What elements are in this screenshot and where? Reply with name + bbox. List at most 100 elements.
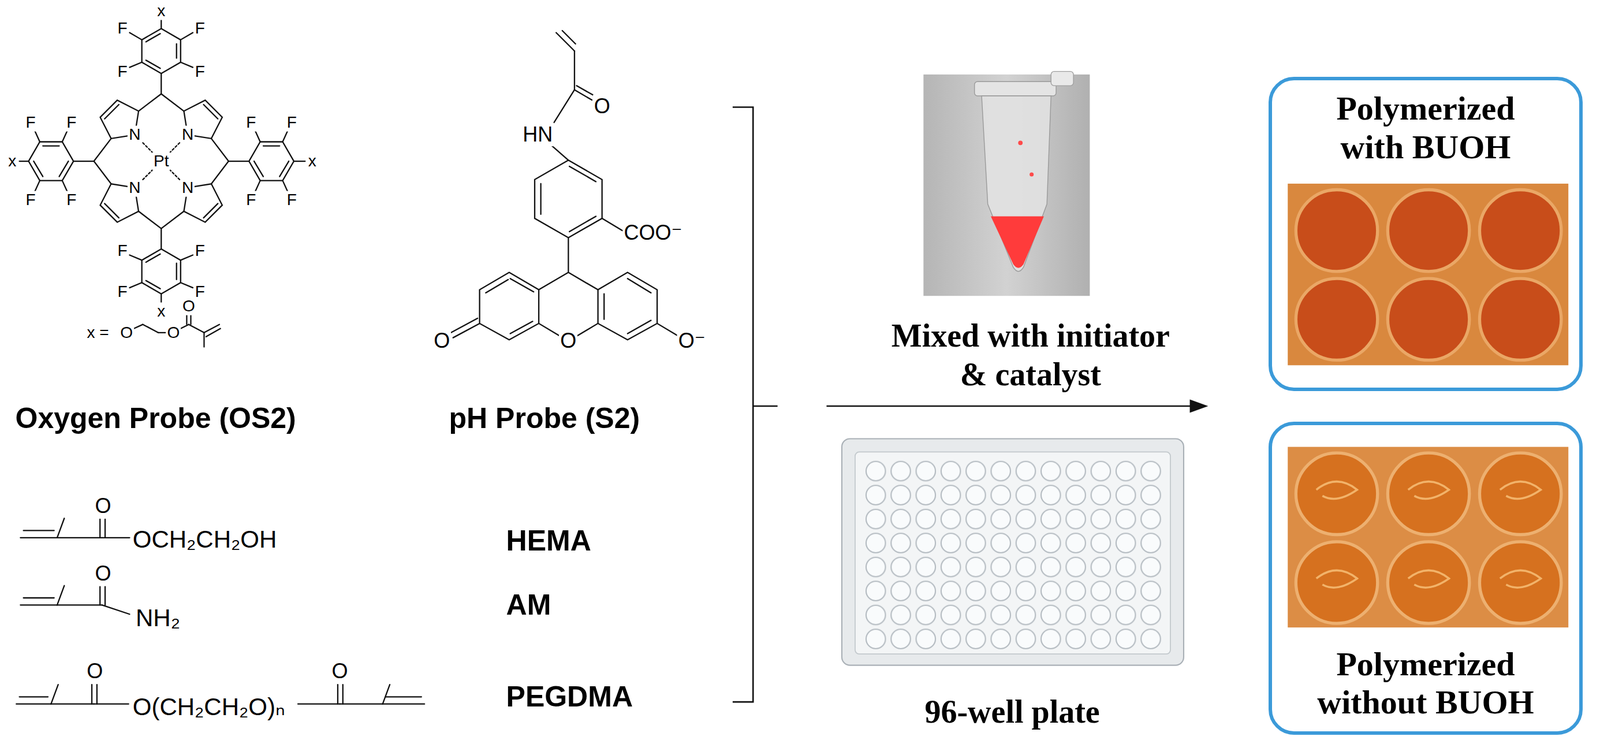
atom-label: F xyxy=(244,191,257,210)
tube-photo-part xyxy=(923,74,1090,296)
tube-photo-part xyxy=(981,95,1051,272)
atom-label: F xyxy=(24,191,37,210)
drawing-part-part xyxy=(142,142,154,154)
porphyrin-structure-part xyxy=(146,280,161,289)
porphyrin-structure-part xyxy=(138,93,184,111)
wells-photo-with xyxy=(1287,183,1569,365)
porphyrin-structure-part xyxy=(279,161,289,177)
monomer-structures-part xyxy=(57,536,103,539)
atom-label: O xyxy=(166,323,182,342)
drawing-part-part xyxy=(1387,189,1469,272)
porphyrin-structure-part xyxy=(94,138,112,184)
porphyrin-structure-part xyxy=(293,160,305,162)
fluorescein-structure-part xyxy=(534,159,603,238)
monomer-structures-part xyxy=(57,585,65,606)
sample-title: Polymerized with BUOH xyxy=(1310,89,1542,167)
tube-photo xyxy=(923,71,1090,297)
porphyrin-structure-part xyxy=(28,142,74,181)
monomer-structures-part xyxy=(20,603,58,606)
atom-label: O xyxy=(558,329,578,353)
porphyrin-structure-part xyxy=(203,104,219,119)
atom-label: O xyxy=(118,323,134,342)
porphyrin-structure-part xyxy=(73,160,94,162)
fluorescein-structure-part xyxy=(603,293,605,320)
result-panel: Polymerized without BUOH xyxy=(1268,421,1583,735)
monomer-structures-part xyxy=(96,684,98,704)
monomer-structures-part xyxy=(337,684,339,704)
tube-photo-part xyxy=(990,215,1044,268)
drawing-part-part xyxy=(142,169,154,180)
drawing-part-part xyxy=(1316,481,1358,499)
drawing-part-part xyxy=(1387,278,1469,360)
monomer-structures-part xyxy=(20,536,58,539)
monomer-structures-part xyxy=(57,517,65,538)
monomer-structures-part xyxy=(16,703,51,705)
drawing-part-part xyxy=(1479,541,1561,624)
atom-label: N xyxy=(127,125,142,144)
porphyrin-structure-part xyxy=(160,73,162,94)
compound-name: Oxygen Probe (OS2) xyxy=(15,402,297,435)
porphyrin-structure-part xyxy=(176,43,178,59)
porphyrin-structure-part xyxy=(228,160,249,162)
atom-label: F xyxy=(285,191,298,210)
porphyrin-structure-part xyxy=(180,255,193,261)
monomer-structures-part xyxy=(102,604,130,614)
monomer-structures xyxy=(16,517,425,704)
fluorescein-structure-part xyxy=(552,146,569,161)
drawing-part xyxy=(1295,452,1561,624)
well-plate-photo-part xyxy=(855,451,1171,654)
atom-label: O xyxy=(93,494,113,518)
tube-photo-part xyxy=(1017,140,1023,145)
fluorescein-structure-part xyxy=(539,183,542,215)
compound-name: HEMA xyxy=(506,524,592,557)
fluorescein-structure-part xyxy=(485,279,509,293)
atom-label: O xyxy=(181,296,197,315)
porphyrin-structure-part xyxy=(263,144,280,147)
drawing-part xyxy=(142,142,180,180)
drawing-part xyxy=(1295,189,1561,361)
monomer-structures-part xyxy=(23,597,55,599)
atom-label: F xyxy=(116,62,129,81)
atom-label: N xyxy=(180,178,195,197)
fluorescein-structure-part xyxy=(573,50,576,90)
porphyrin-structure-part xyxy=(34,130,40,142)
porphyrin-structure-part xyxy=(254,161,264,177)
porphyrin-structure-part xyxy=(34,180,40,192)
fluorescein-structure-part xyxy=(453,323,480,338)
well-plate-photo-part xyxy=(863,459,1164,651)
porphyrin-structure-part xyxy=(104,104,119,119)
drawing-part-part xyxy=(1295,278,1378,360)
atom-label: x = xyxy=(86,323,111,342)
porphyrin-structure-part xyxy=(188,324,205,333)
atom-label: F xyxy=(65,191,78,210)
monomer-structures-part xyxy=(50,684,58,704)
porphyrin-structure-part xyxy=(138,211,184,229)
atom-label: x xyxy=(307,152,318,171)
porphyrin-structure-part xyxy=(185,315,188,325)
porphyrin-structure-part xyxy=(146,254,161,263)
fluorescein-structure-part xyxy=(627,320,652,334)
fluorescein-structure-part xyxy=(576,85,593,95)
porphyrin-structure-part xyxy=(129,282,142,288)
drawing-part-part xyxy=(169,142,180,154)
atom-label: F xyxy=(194,62,207,81)
atom-label: F xyxy=(194,241,207,260)
formula-text: OCH₂CH₂OH xyxy=(132,526,278,553)
porphyrin-structure-part xyxy=(203,203,219,218)
fluorescein-structure-part xyxy=(450,318,478,333)
drawing-part-part xyxy=(1408,569,1450,588)
monomer-structures-part xyxy=(104,586,106,606)
monomer-structures-part xyxy=(385,695,422,697)
drawing-part-part xyxy=(1387,541,1469,624)
porphyrin-structure-part xyxy=(19,160,29,162)
porphyrin-structure-part xyxy=(104,203,119,218)
porphyrin-structure-part xyxy=(142,248,181,294)
atom-label: O xyxy=(85,659,104,683)
porphyrin-structure-part xyxy=(129,62,142,68)
porphyrin-structure-part xyxy=(62,180,68,192)
porphyrin-structure-part xyxy=(129,32,142,40)
drawing-part xyxy=(1316,481,1542,588)
fluorescein-structure-part xyxy=(479,272,539,341)
monomer-structures-part xyxy=(382,684,390,704)
fluorescein-structure-part xyxy=(510,278,535,292)
